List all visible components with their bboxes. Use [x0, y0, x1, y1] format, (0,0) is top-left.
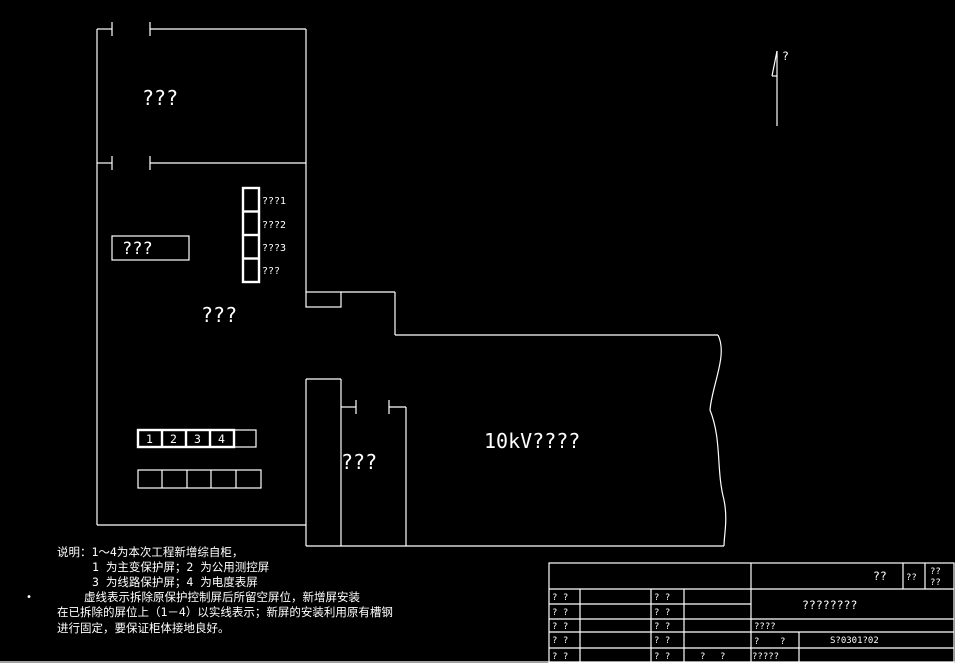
note-line-3: 3 为线路保护屏；4 为电度表屏: [92, 575, 258, 589]
row-mid-5: ? ?: [654, 652, 670, 662]
panel-column-item-4: ???: [262, 266, 280, 277]
control-room-label: ???: [201, 303, 237, 327]
inline-label-box: [111, 235, 190, 261]
note-line-5: 在已拆除的屏位上（1－4）以实线表示；新屏的安装利用原有槽钢: [57, 605, 393, 619]
north-label: ?: [782, 49, 789, 63]
top-room: ???: [96, 22, 307, 525]
panel-column-item-1: ???1: [262, 196, 286, 207]
row-left-5: ? ?: [552, 652, 568, 662]
check-b: ?: [780, 637, 785, 647]
switchgear-label: 10kV????: [484, 429, 580, 453]
panel-number-4: 4: [218, 432, 225, 446]
inline-box-label: ???: [122, 239, 153, 259]
panel-column-item-2: ???2: [262, 220, 286, 231]
check-a: ?: [754, 637, 759, 647]
bottom-a: ?: [700, 652, 705, 662]
row-mid-1: ? ?: [654, 593, 670, 603]
panel-number-2: 2: [170, 432, 177, 446]
title-block: ?? ?? ?? ?? ???????? ? ? ? ? ? ? ? ? ? ?…: [548, 562, 955, 663]
small-room-label: ???: [341, 450, 377, 474]
panel-number-1: 1: [146, 432, 153, 446]
note-line-4: 虚线表示拆除原保护控制屏后所留空屏位，新增屏安装: [84, 590, 360, 604]
title-block-top-d: ??: [930, 578, 941, 588]
drawing-title: ????????: [802, 598, 857, 612]
control-room: ??? ???: [97, 235, 342, 526]
designer-label: ????: [754, 622, 776, 632]
row-left-2: ? ?: [552, 608, 568, 618]
drawing-number: S?0301?02: [830, 636, 879, 646]
title-block-top-b: ??: [906, 573, 917, 583]
note-bullet: •: [26, 592, 32, 603]
bottom-b: ?: [720, 652, 725, 662]
row-mid-2: ? ?: [654, 608, 670, 618]
notes-block: 说明：1～4为本次工程新增综自柜， 1 为主变保护屏；2 为公用测控屏 3 为线…: [26, 545, 393, 635]
panel-row-existing: [137, 469, 262, 489]
north-arrow-icon: ?: [771, 49, 789, 126]
panel-number-3: 3: [194, 432, 201, 446]
note-line-6: 进行固定，要保证柜体接地良好。: [57, 621, 230, 635]
top-room-label: ???: [142, 86, 178, 110]
panel-column-item-3: ???3: [262, 243, 286, 254]
panel-row-new: 1 2 3 4: [136, 428, 257, 449]
note-line-1: 说明：1～4为本次工程新增综自柜，: [57, 545, 243, 559]
row-left-3: ? ?: [552, 622, 568, 632]
title-block-top-c: ??: [930, 567, 941, 577]
row-mid-4: ? ?: [654, 636, 670, 646]
row-mid-3: ? ?: [654, 622, 670, 632]
title-block-top-a: ??: [873, 569, 887, 583]
note-line-2: 1 为主变保护屏；2 为公用测控屏: [92, 560, 269, 574]
row-left-1: ? ?: [552, 593, 568, 603]
switchgear-hall: ??? 10kV????: [305, 291, 727, 547]
bottom-date: ?????: [752, 652, 779, 662]
panel-column: ???1 ???2 ???3 ???: [241, 186, 286, 284]
row-left-4: ? ?: [552, 636, 568, 646]
